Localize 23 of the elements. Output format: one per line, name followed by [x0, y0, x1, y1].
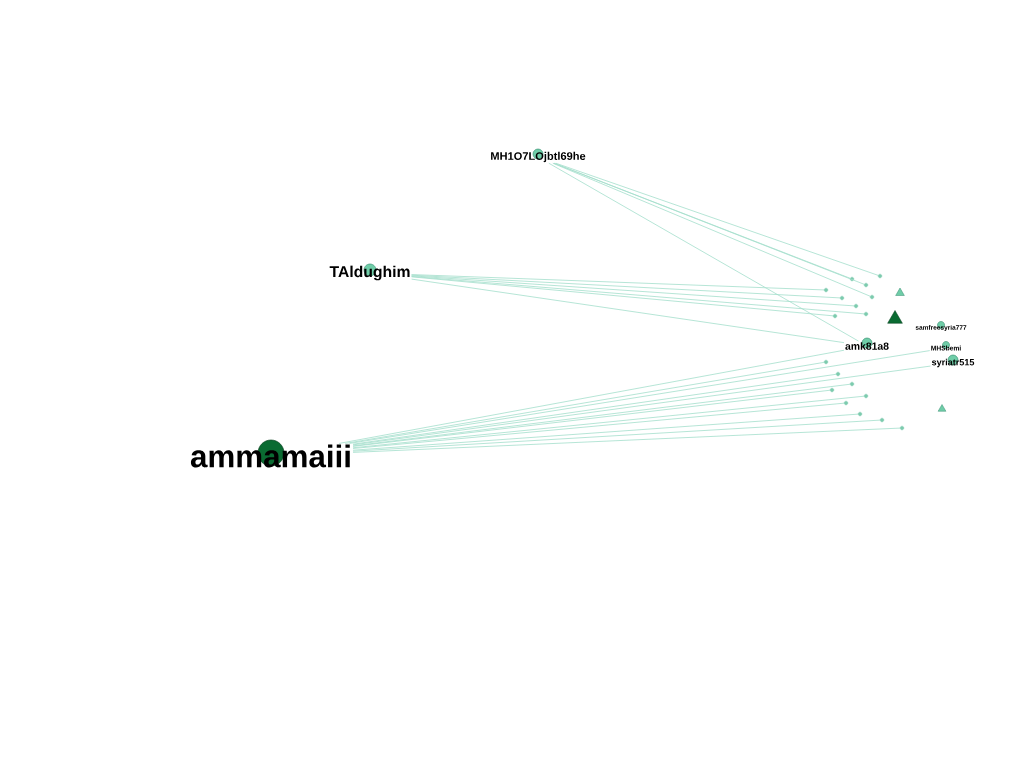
graph-node: amk81a8: [845, 337, 889, 350]
node-label: syriatr515: [931, 358, 975, 368]
edge-line: [411, 275, 855, 307]
edge-line: [352, 419, 881, 452]
edge-line: [548, 162, 859, 342]
edge-line: [411, 278, 845, 344]
node-triangle: [887, 310, 903, 324]
graph-node: MH1O7LOjbtl69he: [491, 148, 586, 163]
edge-line: [411, 274, 825, 291]
node-triangle: [895, 287, 905, 296]
graph-node: syriatr515: [931, 354, 975, 368]
edge-line: [352, 395, 865, 449]
edge-line: [338, 349, 845, 444]
edge-line: [344, 361, 825, 444]
node-triangle: [937, 404, 947, 412]
edge-line: [352, 365, 931, 446]
edge-line: [352, 413, 859, 451]
node-label: amk81a8: [845, 342, 889, 350]
edge-line: [349, 350, 931, 444]
edge-line: [352, 373, 837, 445]
edge-line: [352, 402, 845, 449]
graph-node: TAldughim: [329, 263, 410, 281]
edge-line: [352, 427, 901, 453]
